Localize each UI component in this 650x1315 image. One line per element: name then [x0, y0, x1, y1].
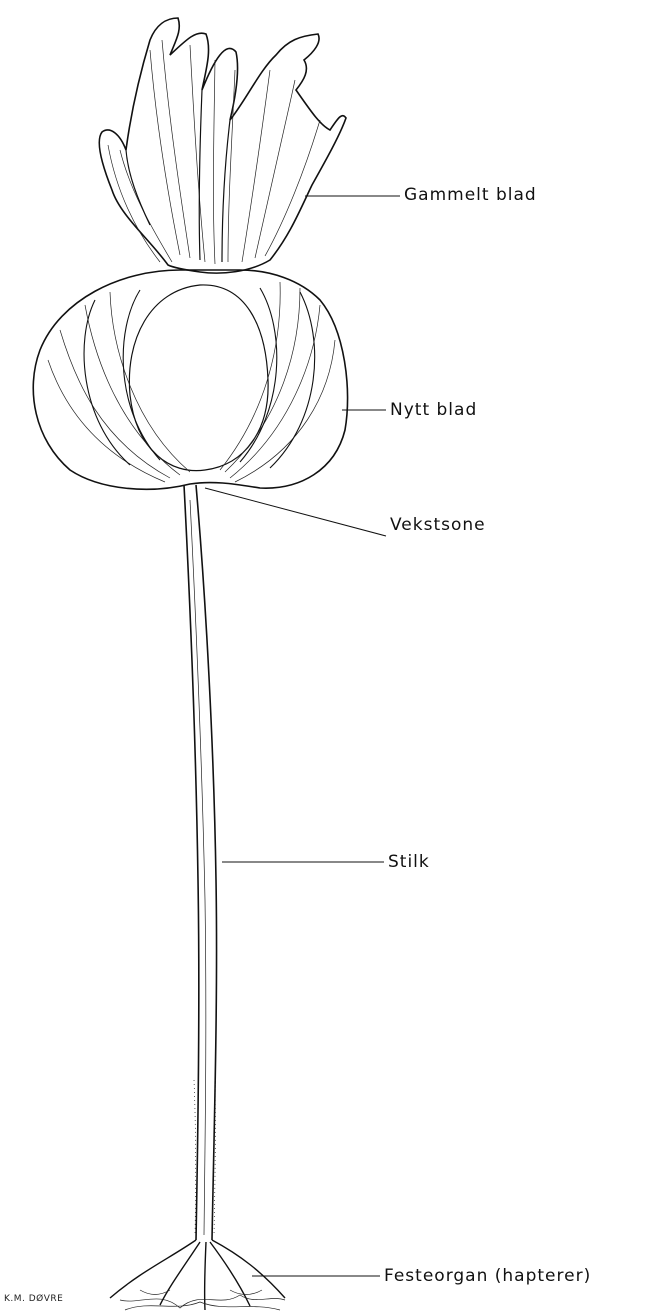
holdfast [110, 1240, 285, 1310]
label-stipe: Stilk [388, 852, 430, 872]
label-new-blade: Nytt blad [390, 400, 477, 420]
label-old-blade: Gammelt blad [404, 185, 537, 205]
label-growth-zone: Vekstsone [390, 515, 486, 535]
leader-growth-zone [205, 488, 386, 536]
old-blade [99, 18, 346, 273]
artist-signature: K.M. DØVRE [4, 1293, 63, 1304]
new-blade [33, 270, 347, 489]
label-holdfast: Festeorgan (hapterer) [384, 1266, 591, 1286]
stipe [184, 485, 217, 1240]
